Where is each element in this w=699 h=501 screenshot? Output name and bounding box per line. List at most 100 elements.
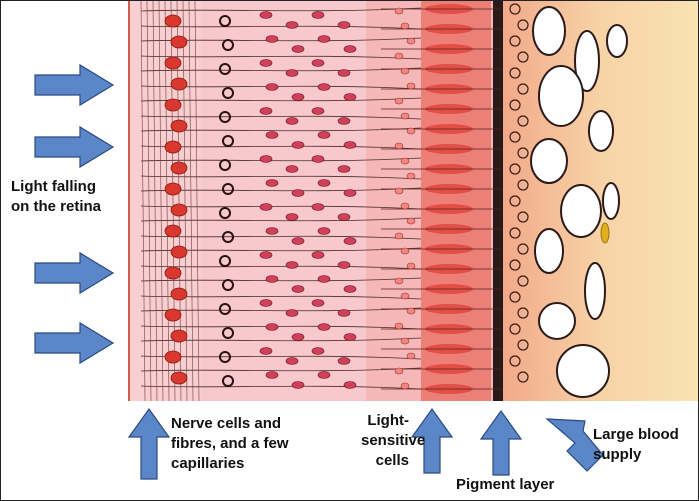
blood-vessel — [557, 345, 609, 397]
receptor-nucleus — [407, 263, 415, 269]
receptor-nucleus — [401, 293, 409, 299]
receptor-nucleus — [407, 38, 415, 44]
receptor-nucleus — [407, 173, 415, 179]
arrow-up-icon — [129, 409, 169, 479]
bipolar-cell — [344, 94, 356, 101]
bipolar-cell — [344, 382, 356, 389]
bipolar-cell — [286, 262, 298, 269]
receptor-nucleus — [395, 233, 403, 239]
nerve-cell — [165, 351, 181, 363]
bipolar-cell — [312, 252, 324, 259]
bipolar-cell — [312, 300, 324, 307]
receptor-nucleus — [407, 83, 415, 89]
blood-vessel — [585, 263, 605, 319]
bipolar-cell — [260, 156, 272, 163]
bipolar-cell — [338, 166, 350, 173]
receptor-nucleus — [401, 383, 409, 389]
receptor-nucleus — [395, 188, 403, 194]
bipolar-cell — [338, 22, 350, 29]
bipolar-cell — [312, 108, 324, 115]
receptor-nucleus — [407, 308, 415, 314]
bipolar-cell — [318, 132, 330, 139]
bipolar-cell — [292, 190, 304, 197]
bipolar-cell — [338, 358, 350, 365]
bipolar-cell — [344, 334, 356, 341]
bipolar-cell — [292, 334, 304, 341]
nerve-cell — [165, 15, 181, 27]
nerve-cell — [171, 36, 187, 48]
nerve-cell — [171, 162, 187, 174]
receptor-nucleus — [401, 113, 409, 119]
nerve-cell — [165, 225, 181, 237]
blood-vessel — [535, 229, 563, 273]
bipolar-cell — [338, 310, 350, 317]
bipolar-cell — [292, 142, 304, 149]
receptor-nucleus — [407, 128, 415, 134]
receptor-nucleus — [407, 353, 415, 359]
bipolar-cell — [338, 262, 350, 269]
nerve-cell — [171, 78, 187, 90]
bipolar-cell — [266, 132, 278, 139]
arrow-right-icon — [35, 323, 113, 363]
bipolar-cell — [286, 70, 298, 77]
bipolar-cell — [260, 252, 272, 259]
bipolar-cell — [286, 166, 298, 173]
bipolar-cell — [286, 310, 298, 317]
nerve-cell — [171, 372, 187, 384]
arrow-right-icon — [35, 127, 113, 167]
bipolar-cell — [318, 276, 330, 283]
label-light-falling: Light falling on the retina — [11, 177, 101, 217]
bipolar-cell — [266, 36, 278, 43]
nerve-cell — [165, 99, 181, 111]
bipolar-cell — [266, 228, 278, 235]
bipolar-cell — [292, 286, 304, 293]
nerve-cell — [171, 330, 187, 342]
bipolar-cell — [344, 238, 356, 245]
receptor-nucleus — [401, 68, 409, 74]
bipolar-cell — [338, 70, 350, 77]
bipolar-cell — [318, 180, 330, 187]
bipolar-cell — [260, 60, 272, 67]
bipolar-cell — [266, 276, 278, 283]
blood-vessel — [533, 7, 565, 55]
bipolar-cell — [338, 214, 350, 221]
bipolar-cell — [312, 60, 324, 67]
bipolar-cell — [266, 84, 278, 91]
bipolar-cell — [292, 94, 304, 101]
bipolar-cell — [318, 36, 330, 43]
arrow-right-icon — [35, 65, 113, 105]
receptor-nucleus — [401, 158, 409, 164]
nerve-cell — [171, 120, 187, 132]
nerve-cell — [165, 309, 181, 321]
bipolar-cell — [286, 22, 298, 29]
receptor-nucleus — [401, 338, 409, 344]
pigment-layer-band — [493, 1, 503, 401]
bipolar-cell — [266, 324, 278, 331]
bipolar-cell — [318, 324, 330, 331]
bipolar-cell — [292, 238, 304, 245]
blood-vessel — [531, 139, 567, 183]
bipolar-cell — [260, 12, 272, 19]
bipolar-cell — [344, 142, 356, 149]
nerve-cell — [165, 57, 181, 69]
bipolar-cell — [312, 156, 324, 163]
receptor-nucleus — [395, 53, 403, 59]
bipolar-cell — [260, 348, 272, 355]
nerve-cell — [171, 288, 187, 300]
blood-vessel — [589, 111, 613, 151]
bipolar-cell — [344, 286, 356, 293]
yellow-granule — [601, 223, 609, 243]
blood-vessel — [561, 185, 601, 237]
bipolar-cell — [312, 204, 324, 211]
bipolar-cell — [260, 300, 272, 307]
bipolar-cell — [318, 372, 330, 379]
bipolar-cell — [318, 228, 330, 235]
label-pigment-layer: Pigment layer — [456, 475, 554, 495]
bipolar-cell — [312, 348, 324, 355]
nerve-cell — [165, 267, 181, 279]
label-blood-supply: Large blood supply — [593, 425, 679, 465]
nerve-cell — [165, 141, 181, 153]
receptor-nucleus — [407, 218, 415, 224]
nerve-cell — [171, 204, 187, 216]
receptor-nucleus — [395, 98, 403, 104]
